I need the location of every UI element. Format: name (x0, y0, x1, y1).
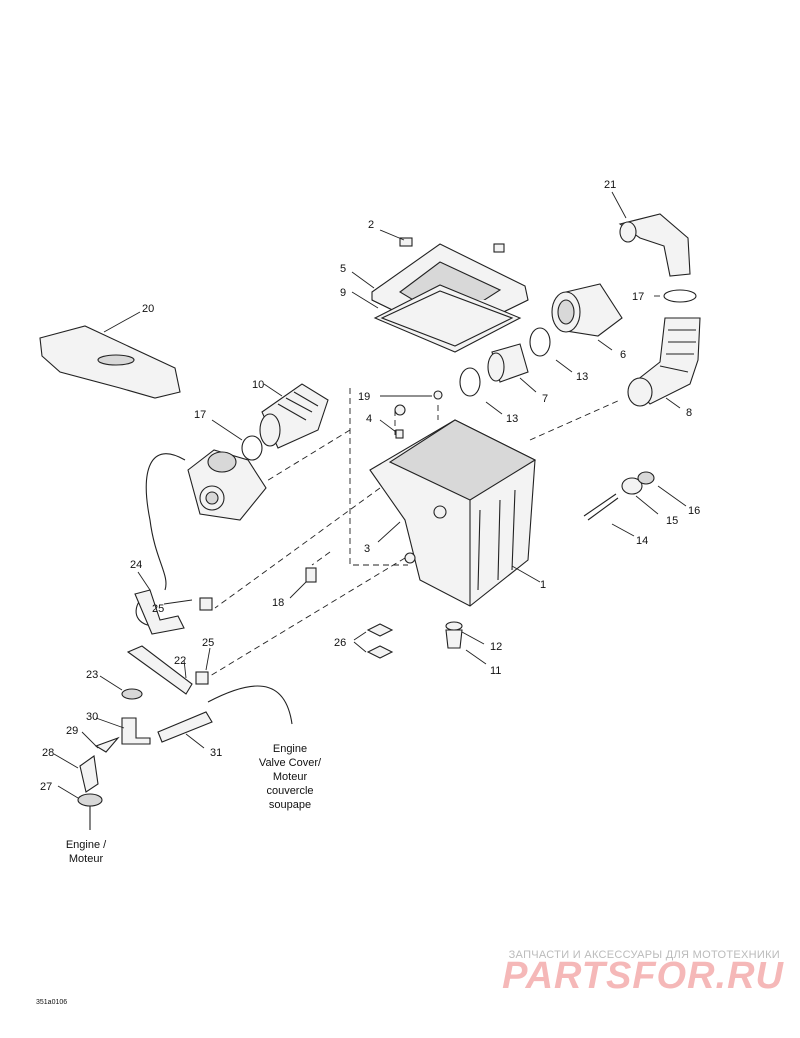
label-part-6: 6 (620, 349, 626, 361)
label-part-25a: 25 (152, 603, 164, 615)
watermark-logo: PARTSFOR.RU (502, 955, 784, 997)
leader-lines (53, 191, 687, 799)
part-8-intake-hose (627, 317, 701, 407)
part-17-clamp-left (241, 435, 263, 461)
note-engine-valve-cover: Engine Valve Cover/ Moteur couvercle sou… (259, 743, 322, 811)
label-part-18: 18 (272, 597, 284, 609)
note-valve-cover-line-3: Moteur (273, 771, 308, 783)
part-19-nut (394, 390, 443, 416)
label-part-17b: 17 (632, 291, 644, 303)
label-part-27: 27 (40, 781, 52, 793)
label-part-16: 16 (688, 505, 700, 517)
note-valve-cover-line-2: Valve Cover/ (259, 757, 322, 769)
label-part-9: 9 (340, 287, 346, 299)
label-part-11: 11 (490, 665, 501, 677)
part-1-airbox-body (369, 419, 537, 607)
carburetor (187, 449, 267, 521)
part-13-clamp-upper (529, 327, 551, 357)
watermark: ЗАПЧАСТИ И АКСЕССУАРЫ ДЛЯ МОТОТЕХНИКИ PA… (502, 949, 784, 997)
note-engine-line-2: Moteur (69, 853, 104, 865)
watermark-tagline: ЗАПЧАСТИ И АКСЕССУАРЫ ДЛЯ МОТОТЕХНИКИ (509, 949, 780, 961)
label-part-13b: 13 (506, 413, 518, 425)
label-part-20: 20 (142, 303, 154, 315)
part-20-cover-panel (39, 325, 181, 399)
label-part-7: 7 (542, 393, 548, 405)
label-part-29: 29 (66, 725, 78, 737)
label-part-14: 14 (636, 535, 648, 547)
note-valve-cover-line-5: soupape (269, 799, 311, 811)
drawing-code: 351a0106 (36, 999, 67, 1006)
label-part-21: 21 (604, 179, 616, 191)
label-part-4: 4 (366, 413, 372, 425)
part-number-labels: 1 2 3 4 5 6 7 8 9 10 11 12 13 13 14 15 1… (40, 179, 700, 793)
label-part-2: 2 (368, 219, 374, 231)
part-6-air-filter (551, 283, 623, 337)
note-valve-cover-line-4: couvercle (266, 785, 313, 797)
label-part-24: 24 (130, 559, 142, 571)
note-engine: Engine / Moteur (66, 839, 107, 865)
part-21-intake-elbow (618, 213, 691, 277)
label-part-5: 5 (340, 263, 346, 275)
label-part-26: 26 (334, 637, 346, 649)
label-part-31: 31 (210, 747, 222, 759)
label-part-30: 30 (86, 711, 98, 723)
label-part-8: 8 (686, 407, 692, 419)
label-part-12: 12 (490, 641, 502, 653)
label-part-10: 10 (252, 379, 264, 391)
label-part-23: 23 (86, 669, 98, 681)
part-7-coupler (487, 343, 529, 383)
vent-hose-lines (77, 453, 293, 830)
label-part-25b: 25 (202, 637, 214, 649)
part-10-carburetor-boot (259, 383, 329, 449)
label-part-17a: 17 (194, 409, 206, 421)
part-2-clip (399, 237, 505, 253)
note-valve-cover-line-1: Engine (273, 743, 307, 755)
label-part-22: 22 (174, 655, 186, 667)
part-17-clamp-right (663, 289, 697, 303)
label-part-19: 19 (358, 391, 370, 403)
label-part-28: 28 (42, 747, 54, 759)
label-part-13a: 13 (576, 371, 588, 383)
part-18-screw (305, 567, 317, 583)
part-12-11-drain (445, 621, 463, 649)
part-13-clamp-lower (459, 367, 481, 397)
label-part-3: 3 (364, 543, 370, 555)
label-part-15: 15 (666, 515, 678, 527)
part-26-gaskets (366, 623, 394, 659)
part-14-15-16-drain-plug (583, 471, 655, 521)
part-9-lid-seal (373, 284, 522, 353)
assembly-dashed-lines (209, 388, 621, 677)
part-4-screw (395, 429, 404, 439)
label-part-1: 1 (540, 579, 546, 591)
note-engine-line-1: Engine / (66, 839, 107, 851)
